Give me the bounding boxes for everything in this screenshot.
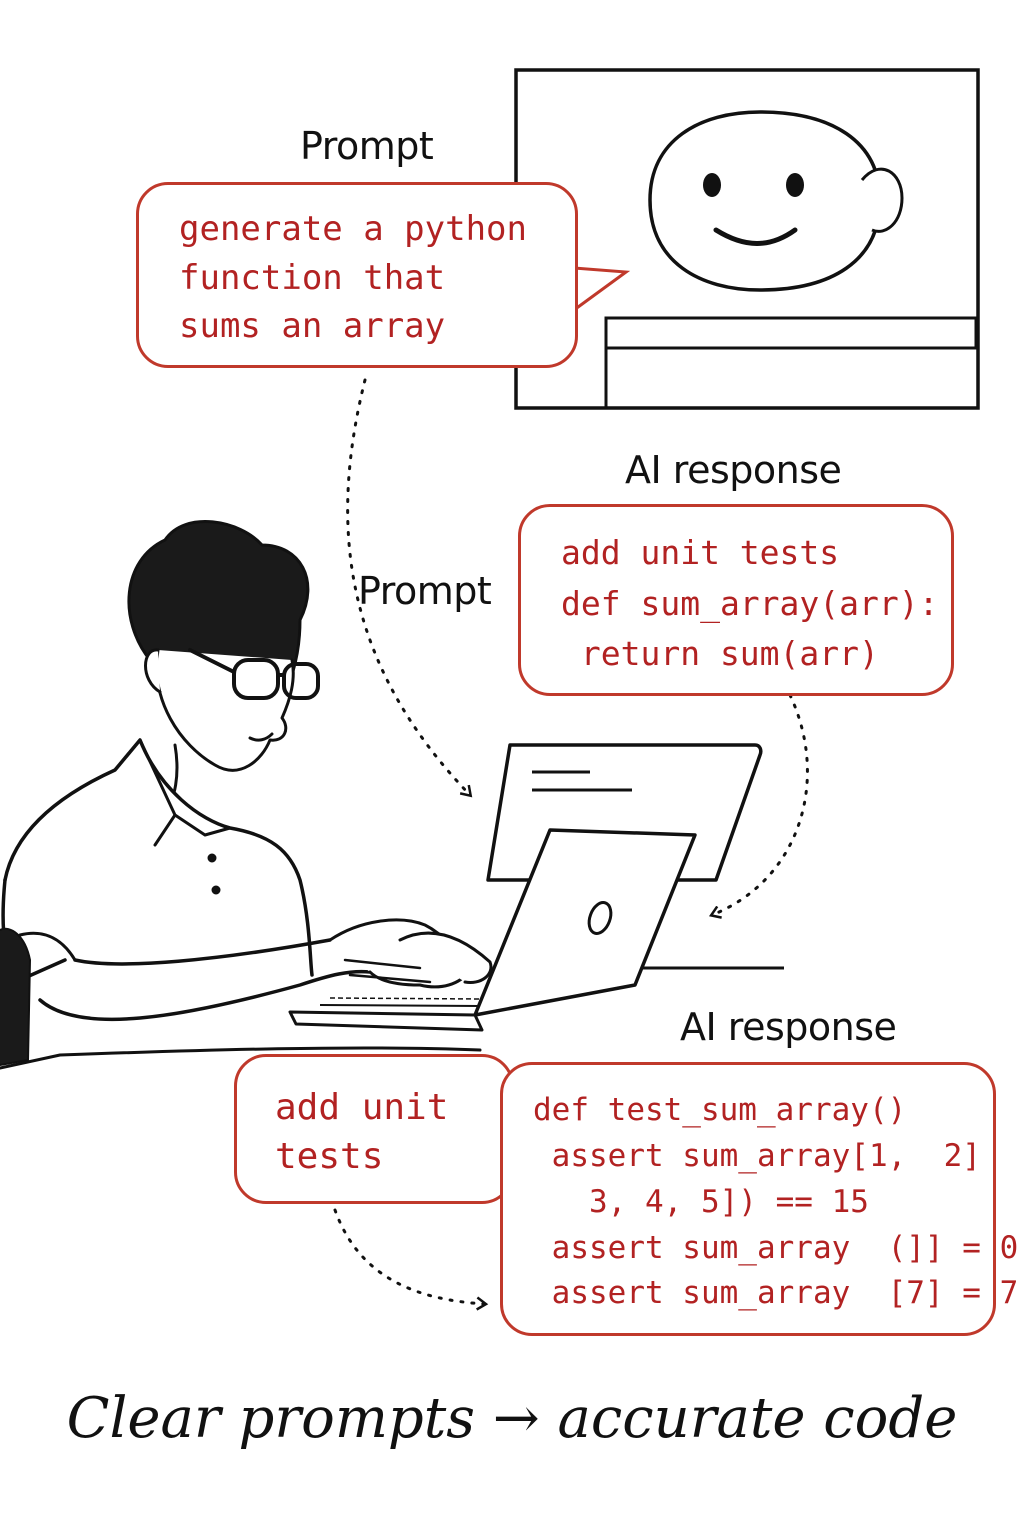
caption: Clear prompts → accurate code xyxy=(66,1386,958,1451)
response-bubble-1: add unit tests def sum_array(arr): retur… xyxy=(518,504,954,696)
label-ai-response-middle: AI response xyxy=(625,448,842,492)
laptop-icon xyxy=(288,828,697,1032)
robot-face-icon xyxy=(648,110,904,292)
dotted-arrow-response1-to-laptop xyxy=(712,693,809,915)
response-2-line-5: assert sum_array [7] = 7 xyxy=(533,1275,1019,1311)
response-2-line-4: assert sum_array (]] = 0 xyxy=(533,1230,1019,1266)
prompt-bubble-1: generate a python function that sums an … xyxy=(136,182,578,368)
response-2-line-2: assert sum_array[1, 2] xyxy=(533,1138,981,1174)
bubble-tail-prompt1 xyxy=(573,266,631,312)
response-bubble-2: def test_sum_array() assert sum_array[1,… xyxy=(500,1062,1018,1336)
prompt-1-line-2: function that xyxy=(179,258,446,298)
response-2-line-3: 3, 4, 5]) == 15 xyxy=(533,1184,869,1220)
label-prompt-top: Prompt xyxy=(300,124,434,168)
prompt-bubble-2: add unit tests xyxy=(234,1054,514,1204)
dotted-arrow-prompt2-to-response2 xyxy=(333,1208,485,1304)
dotted-arrow-prompt1-to-laptop xyxy=(346,378,470,795)
person-illustration xyxy=(0,520,493,1070)
prompt-1-line-3: sums an array xyxy=(179,306,446,346)
label-prompt-middle: Prompt xyxy=(358,569,492,613)
response-1-line-3: return sum(arr) xyxy=(561,634,879,673)
prompt-2-line-1: add unit xyxy=(275,1087,449,1128)
prompt-1-line-1: generate a python xyxy=(179,209,527,249)
prompt-2-line-2: tests xyxy=(275,1136,384,1177)
response-1-line-2: def sum_array(arr): xyxy=(561,584,939,623)
label-ai-response-bottom: AI response xyxy=(680,1005,897,1049)
response-1-line-1: add unit tests xyxy=(561,533,840,572)
response-2-line-1: def test_sum_array() xyxy=(533,1092,907,1128)
